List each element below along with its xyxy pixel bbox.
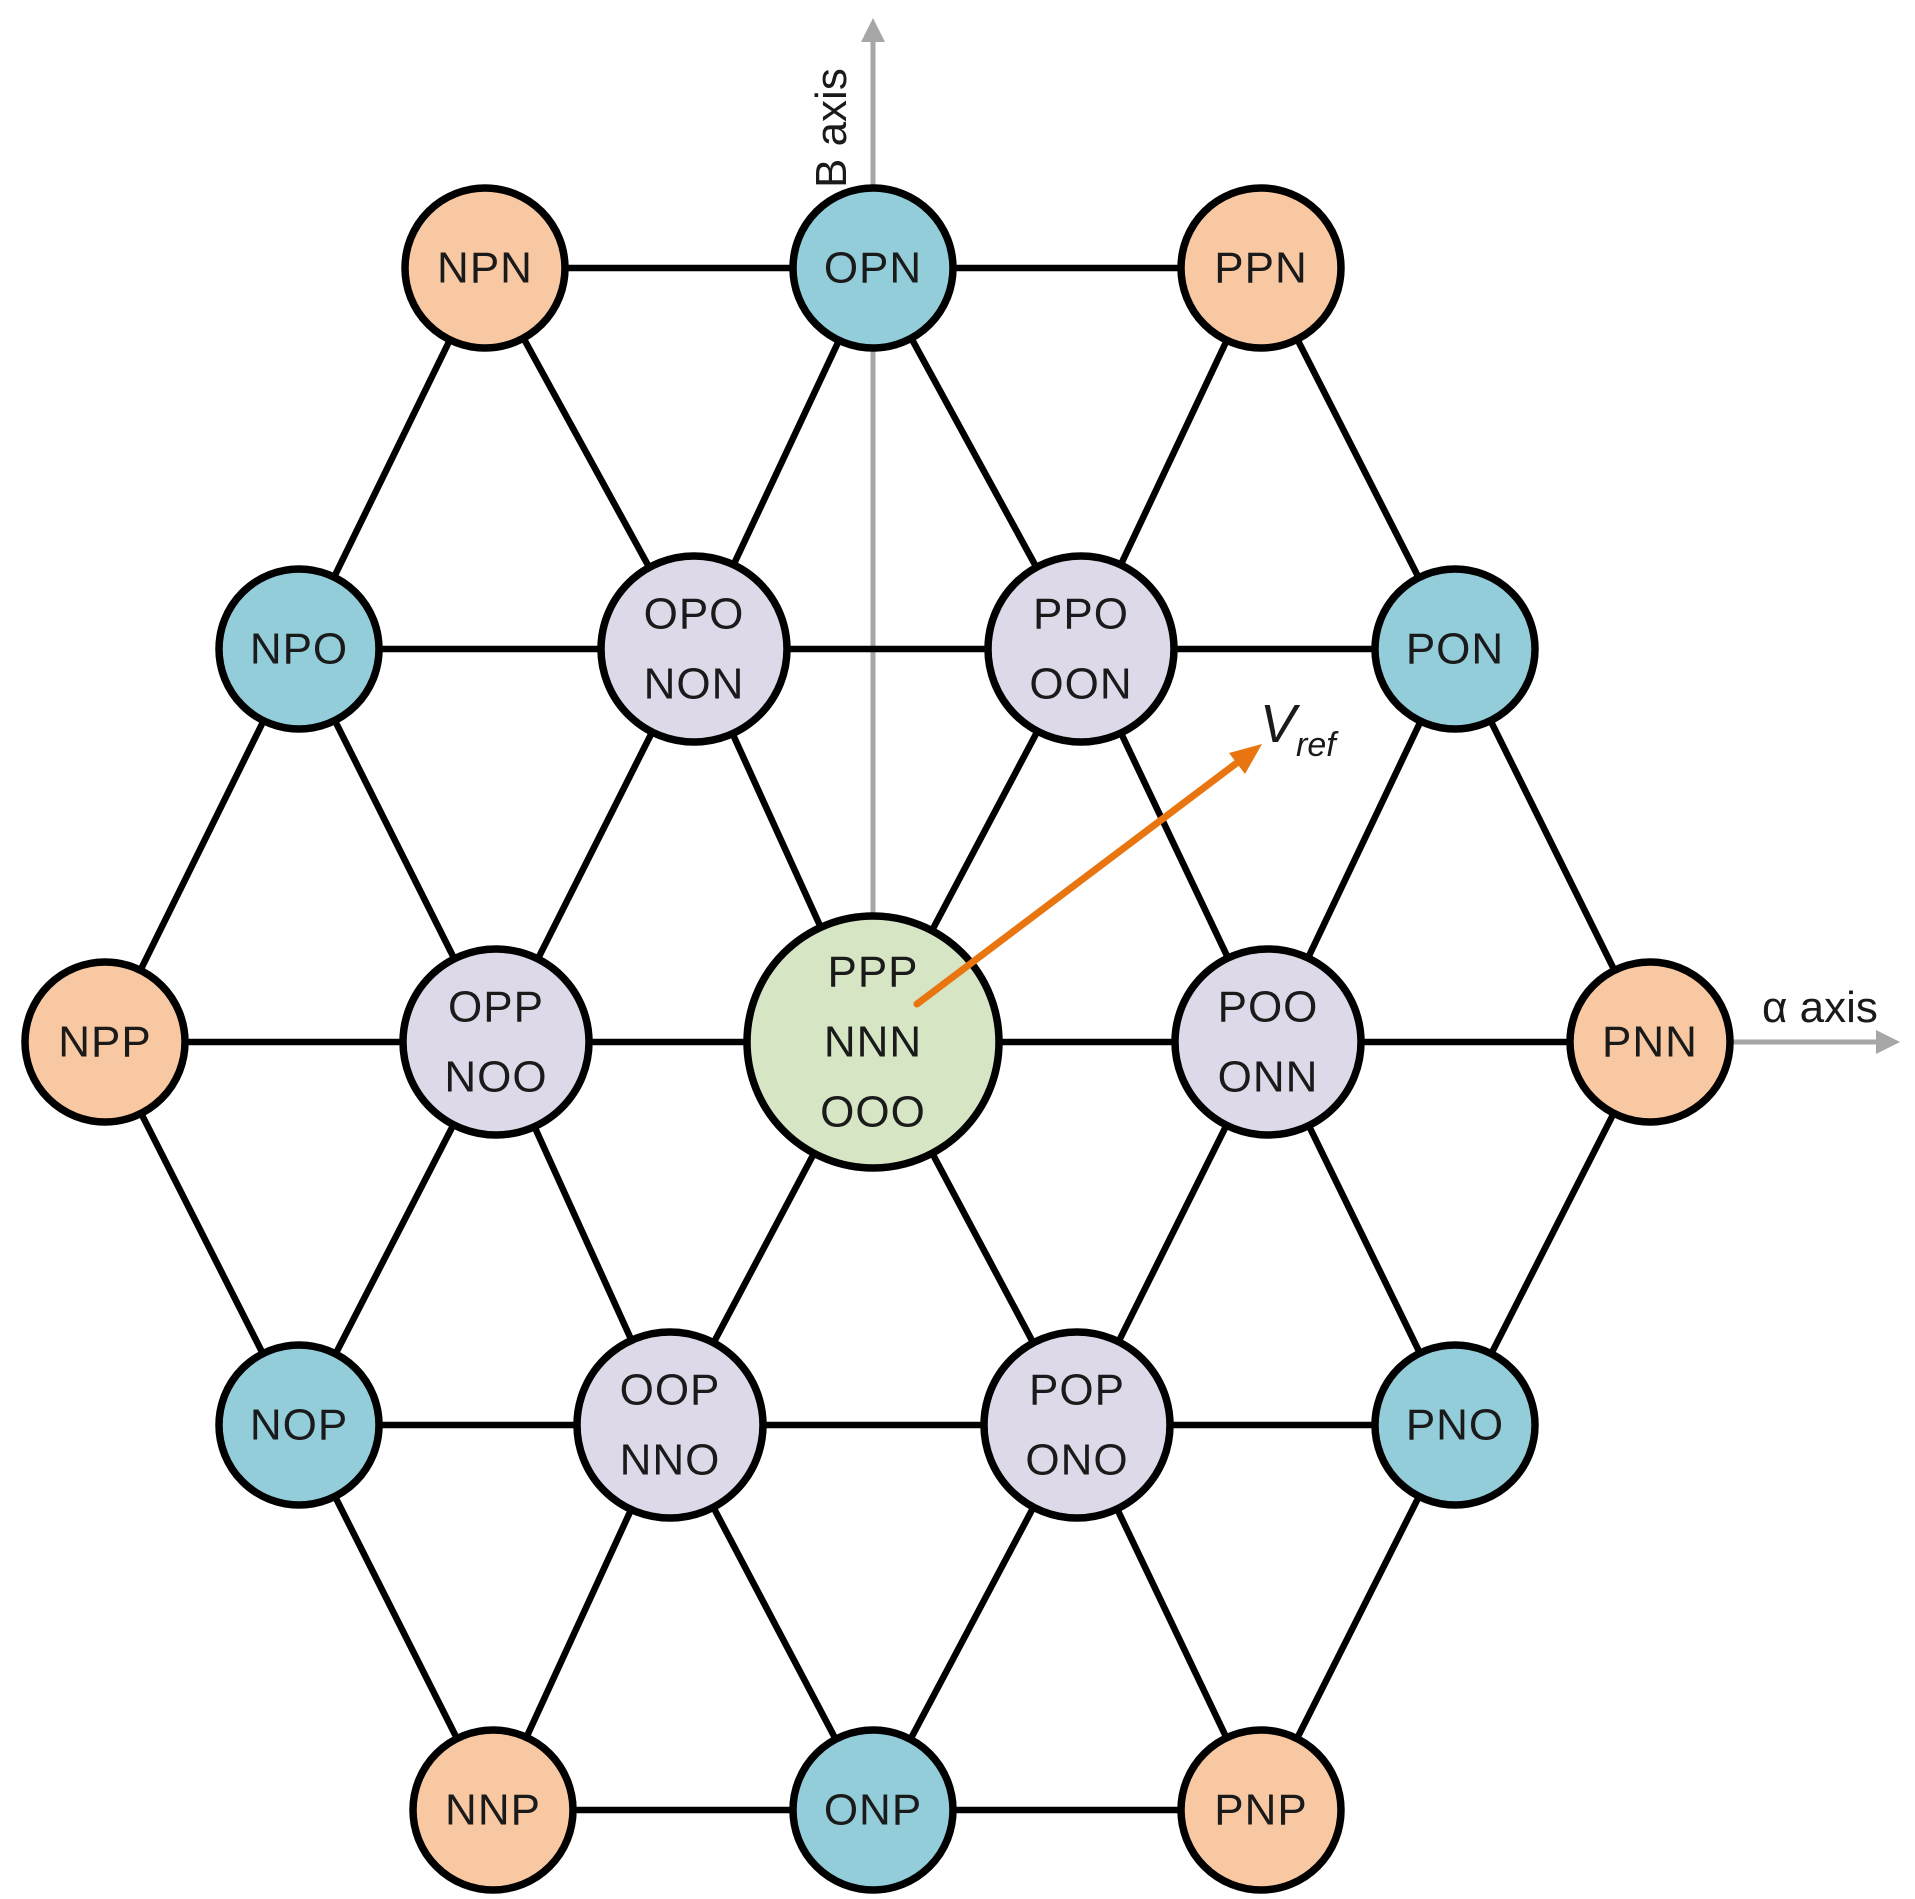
node-ppn: PPN [1177, 184, 1345, 352]
axis-layer [190, 18, 1900, 1054]
node-label-poo-onn-1: POO [1218, 983, 1319, 1032]
node-pop-ono: POP ONO [980, 1328, 1174, 1522]
node-opp-noo: OPP NOO [399, 945, 593, 1139]
node-label-ppp-nnn-ooo-1: PPP [827, 948, 918, 997]
node-opn: OPN [789, 184, 957, 352]
node-nop: NOP [215, 1341, 383, 1509]
node-label-opn-1: OPN [824, 244, 922, 293]
node-label-opo-non-2: NON [644, 660, 745, 709]
node-pnp: PNP [1177, 1726, 1345, 1894]
node-circle-pon [1371, 565, 1539, 733]
node-circle-opn [789, 184, 957, 352]
node-pon: PON [1371, 565, 1539, 733]
node-ppp-nnn-ooo: PPP NNN OOO [743, 912, 1003, 1172]
node-npn: NPN [401, 184, 569, 352]
node-ppo-oon: PPO OON [984, 552, 1178, 746]
node-circle-ppn [1177, 184, 1345, 352]
node-circle-opo-non [597, 552, 791, 746]
vref-arrow-line [913, 755, 1246, 1008]
node-label-onp-1: ONP [824, 1786, 922, 1835]
node-label-pop-ono-1: POP [1029, 1366, 1125, 1415]
node-label-pon-1: PON [1406, 625, 1504, 674]
node-label-nop-1: NOP [250, 1401, 348, 1450]
node-circle-nop [215, 1341, 383, 1509]
node-pno: PNO [1371, 1341, 1539, 1509]
node-circle-pnn [1566, 958, 1734, 1126]
node-layer: NPN OPN PPN NPO OPO NON PPO OON PON NPP OPP NOO PPP N… [21, 184, 1734, 1894]
node-label-oop-nno-2: NNO [620, 1436, 721, 1485]
vref-label-subscript: ref [1296, 726, 1339, 764]
node-label-pnn-1: PNN [1602, 1018, 1698, 1067]
node-poo-onn: POO ONN [1171, 945, 1365, 1139]
node-circle-pnp [1177, 1726, 1345, 1894]
node-circle-npn [401, 184, 569, 352]
node-circle-opp-noo [399, 945, 593, 1139]
node-circle-npo [215, 565, 383, 733]
node-circle-ppp-nnn-ooo [743, 912, 1003, 1172]
vref-vector [913, 744, 1262, 1008]
node-label-pnp-1: PNP [1214, 1786, 1307, 1835]
node-label-ppo-oon-1: PPO [1033, 590, 1129, 639]
node-label-pno-1: PNO [1406, 1401, 1504, 1450]
node-oop-nno: OOP NNO [573, 1328, 767, 1522]
node-label-poo-onn-2: ONN [1218, 1053, 1319, 1102]
node-nnp: NNP [409, 1726, 577, 1894]
node-circle-pno [1371, 1341, 1539, 1509]
node-circle-oop-nno [573, 1328, 767, 1522]
node-label-npp-1: NPP [58, 1018, 151, 1067]
node-circle-npp [21, 958, 189, 1126]
node-circle-poo-onn [1171, 945, 1365, 1139]
node-label-nnp-1: NNP [445, 1786, 541, 1835]
node-label-ppn-1: PPN [1214, 244, 1307, 293]
node-label-oop-nno-1: OOP [620, 1366, 721, 1415]
node-label-ppp-nnn-ooo-3: OOO [820, 1088, 926, 1137]
node-label-ppo-oon-2: OON [1029, 660, 1132, 709]
node-label-npn-1: NPN [437, 244, 533, 293]
node-opo-non: OPO NON [597, 552, 791, 746]
node-circle-pop-ono [980, 1328, 1174, 1522]
node-label-opp-noo-2: NOO [444, 1053, 547, 1102]
node-label-opp-noo-1: OPP [448, 983, 544, 1032]
beta-axis-label: B axis [807, 68, 856, 188]
node-circle-ppo-oon [984, 552, 1178, 746]
node-onp: ONP [789, 1726, 957, 1894]
alpha-axis-label: α axis [1762, 983, 1878, 1032]
node-circle-nnp [409, 1726, 577, 1894]
beta-axis-arrowhead [861, 18, 885, 42]
node-npo: NPO [215, 565, 383, 733]
node-label-ppp-nnn-ooo-2: NNN [824, 1018, 922, 1067]
vref-arrowhead [1229, 744, 1262, 774]
vref-label: Vref [1260, 694, 1339, 764]
node-npp: NPP [21, 958, 189, 1126]
vref-label-main: V [1260, 694, 1301, 754]
node-label-npo-1: NPO [250, 625, 348, 674]
node-label-pop-ono-2: ONO [1025, 1436, 1128, 1485]
node-pnn: PNN [1566, 958, 1734, 1126]
node-circle-onp [789, 1726, 957, 1894]
alpha-axis-arrowhead [1876, 1030, 1900, 1054]
node-label-opo-non-1: OPO [644, 590, 745, 639]
